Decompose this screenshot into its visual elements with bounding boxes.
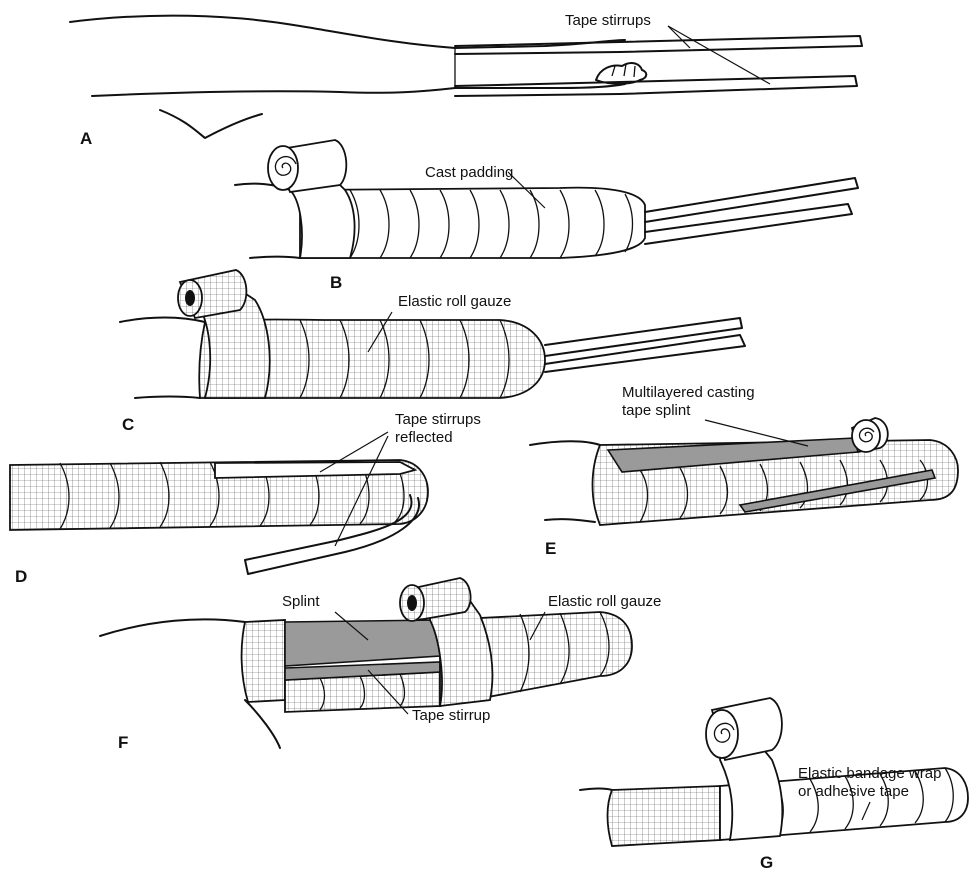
- panel-c-drawing: [120, 270, 745, 398]
- panel-a-drawing: [70, 16, 862, 138]
- label-elastic-bandage-2: or adhesive tape: [798, 783, 909, 800]
- label-splint: Splint: [282, 593, 320, 610]
- panel-label-g: G: [760, 853, 773, 870]
- panel-label-b: B: [330, 273, 342, 292]
- label-elastic-roll-gauze-f: Elastic roll gauze: [548, 593, 661, 610]
- panel-d-drawing: [10, 460, 428, 574]
- panel-label-e: E: [545, 539, 556, 558]
- label-cast-padding: Cast padding: [425, 164, 513, 181]
- panel-label-d: D: [15, 567, 27, 586]
- panel-label-c: C: [122, 415, 134, 434]
- label-casting-tape-1: Multilayered casting: [622, 384, 755, 401]
- panel-b-drawing: [235, 140, 858, 258]
- panel-label-a: A: [80, 129, 92, 148]
- panel-e-drawing: [530, 418, 958, 525]
- label-casting-tape-2: tape splint: [622, 402, 691, 419]
- label-elastic-bandage-1: Elastic bandage wrap: [798, 765, 941, 782]
- label-tape-stirrups-reflected-2: reflected: [395, 429, 453, 446]
- label-tape-stirrups-reflected-1: Tape stirrups: [395, 411, 481, 428]
- label-elastic-roll-gauze-c: Elastic roll gauze: [398, 293, 511, 310]
- label-tape-stirrup: Tape stirrup: [412, 707, 490, 724]
- panel-label-f: F: [118, 733, 128, 752]
- leader-tape-stirrups-2: [668, 26, 770, 84]
- label-tape-stirrups: Tape stirrups: [565, 12, 651, 29]
